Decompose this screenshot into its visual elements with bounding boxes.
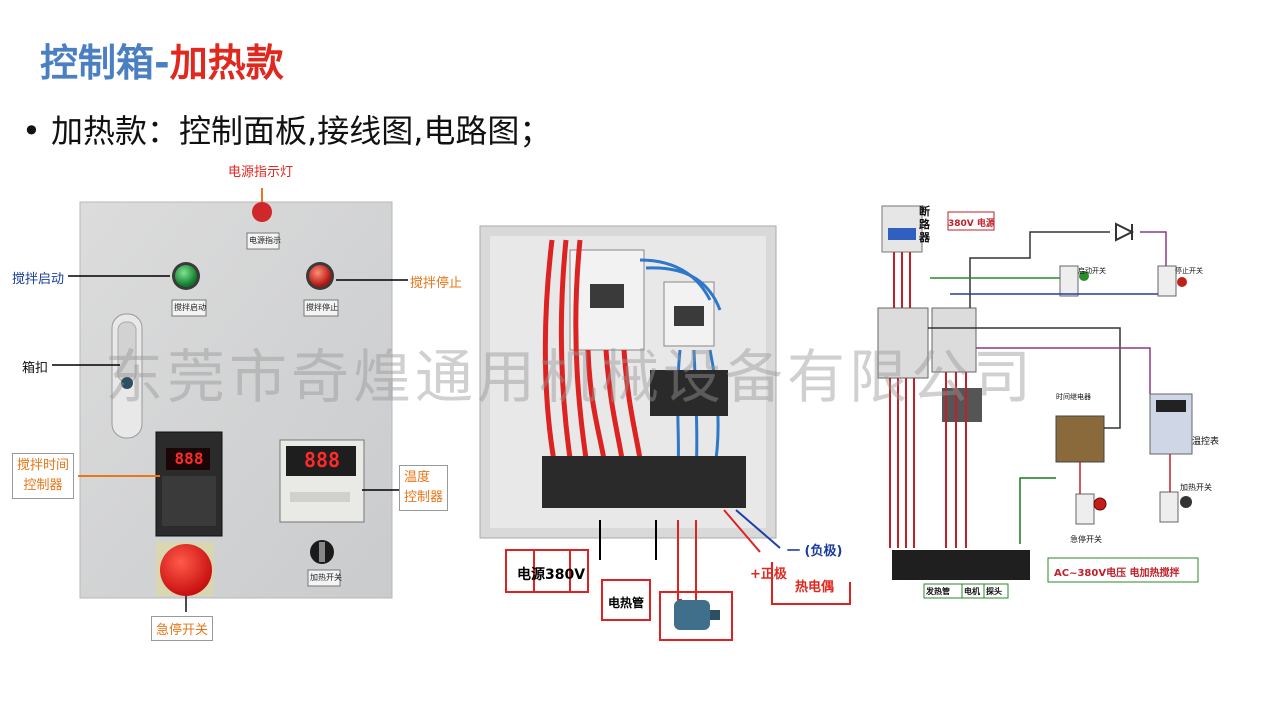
control-panel-figure — [52, 188, 408, 612]
temp-ctrl-label: 温度控制器 — [399, 465, 449, 511]
thermocouple-label: 热电偶 — [795, 580, 835, 595]
power380-label: 电源380V — [517, 567, 586, 583]
circuit-caption: AC~380V电压 电加热搅拌 — [1054, 568, 1180, 579]
heat-switch-plate: 加热开关 — [310, 573, 342, 582]
stir-start-button[interactable] — [170, 264, 202, 294]
latch-label: 箱扣 — [22, 361, 49, 376]
temp-ctrl-label-line2: 控制器 — [404, 490, 444, 505]
stop-switch-label: 停止开关 — [1175, 267, 1203, 275]
heat-switch-knob[interactable] — [310, 540, 334, 564]
stir-start-label: 搅拌启动 — [12, 272, 65, 287]
power-light-plate: 电源指示 — [249, 236, 281, 245]
title-part1: 控制箱- — [40, 41, 170, 85]
power-light-lamp — [252, 202, 272, 222]
stir-start-button-shape — [175, 265, 197, 287]
probe-label: 探头 — [986, 587, 1002, 596]
page-title: 控制箱-加热款 — [40, 32, 284, 87]
positive-label: +正极 — [750, 567, 787, 582]
circuit-power-label: 380V 电源 — [948, 219, 995, 229]
wiring-figure — [479, 225, 851, 641]
estop-label: 急停开关 — [151, 616, 214, 641]
stir-stop-button-shape — [309, 265, 331, 287]
stir-stop-plate: 搅拌停止 — [306, 303, 338, 312]
temp-meter-label: 温控表 — [1192, 437, 1220, 447]
estop-button-shape — [160, 544, 212, 596]
stir-timer-label: 搅拌时间控制器 — [12, 453, 75, 499]
circuit-heat-switch-label: 加热开关 — [1180, 483, 1212, 492]
estop-button[interactable] — [160, 544, 212, 596]
bullet-text: • 加热款：控制面板,接线图,电路图； — [22, 112, 552, 150]
timer-display: 888 — [174, 449, 204, 468]
power-light-label: 电源指示灯 — [228, 165, 294, 180]
heater-label: 电热管 — [608, 596, 645, 610]
motor-label: 电机 — [964, 587, 980, 596]
circuit-figure — [877, 205, 1199, 599]
start-switch-label: 启动开关 — [1078, 267, 1106, 275]
time-relay-label: 时间继电器 — [1056, 393, 1091, 401]
circuit-estop-label: 急停开关 — [1070, 535, 1102, 544]
stir-start-plate: 搅拌启动 — [174, 303, 206, 312]
stir-stop-label: 搅拌停止 — [410, 276, 463, 291]
motor-shape — [674, 600, 710, 630]
temp-display: 888 — [303, 448, 341, 472]
heater-tube-label: 发热管 — [926, 587, 950, 596]
temp-ctrl-label-line1: 温度 — [404, 470, 431, 485]
title-part2: 加热款 — [169, 41, 284, 85]
negative-label: 一 (负极) — [787, 544, 843, 559]
breaker-label: 断路器 — [919, 205, 930, 244]
stir-timer-label-line2: 控制器 — [23, 478, 63, 493]
watermark-text: 东莞市奇煌通用机械设备有限公司 — [105, 343, 1036, 411]
stir-stop-button[interactable] — [304, 264, 336, 294]
stir-timer-label-line1: 搅拌时间 — [17, 458, 70, 473]
